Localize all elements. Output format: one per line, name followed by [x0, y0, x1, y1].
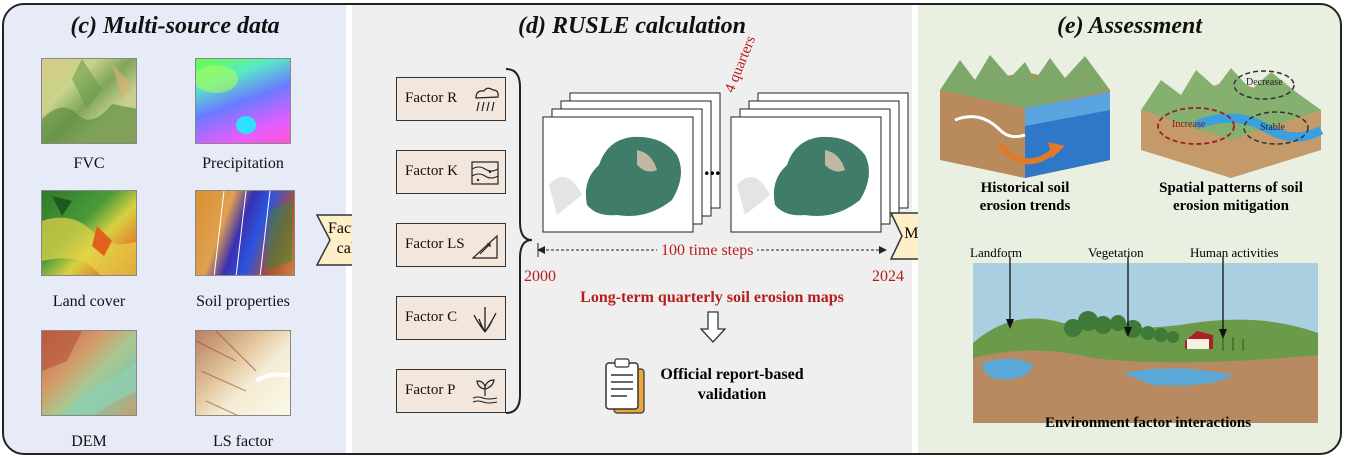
- factor-k-box: Factor K: [396, 150, 506, 194]
- validation-line1: Official report-based: [660, 366, 804, 383]
- soil-layers-icon: [471, 161, 499, 185]
- time-steps-label: 100 time steps: [657, 242, 758, 260]
- historical-trend-illustration: [940, 55, 1110, 178]
- factor-r-box: Factor R: [396, 77, 506, 121]
- trend-line1: Historical soil: [980, 180, 1070, 196]
- report-document-icon: [605, 358, 645, 414]
- factor-k-label: Factor K: [405, 163, 458, 179]
- panel-c-title: (c) Multi-source data: [70, 13, 280, 39]
- increase-label: Increase: [1172, 119, 1206, 130]
- source-label-dem: DEM: [71, 433, 107, 450]
- panel-e-title: (e) Assessment: [1056, 13, 1203, 39]
- factor-pointer-arrows: [1006, 257, 1227, 339]
- map-stack-right: [730, 92, 909, 233]
- pattern-line2: erosion mitigation: [1173, 198, 1289, 214]
- source-label-land-cover: Land cover: [52, 293, 126, 310]
- precipitation-map-image: [195, 58, 291, 144]
- vegetation-label: Vegetation: [1088, 245, 1144, 260]
- slope-icon: [471, 234, 498, 259]
- down-arrow-icon: [700, 311, 726, 343]
- maps-caption: Long-term quarterly soil erosion maps: [580, 289, 844, 306]
- ls-factor-map-image: [195, 330, 291, 416]
- rain-cloud-icon: [475, 87, 499, 112]
- decrease-label: Decrease: [1246, 77, 1283, 88]
- landform-label: Landform: [970, 245, 1022, 260]
- factor-brace: [505, 68, 533, 414]
- interactions-caption: Environment factor interactions: [1044, 415, 1252, 431]
- stable-label: Stable: [1260, 122, 1285, 133]
- factor-p-box: Factor P: [396, 369, 506, 413]
- validation-line2: validation: [697, 386, 767, 403]
- factor-c-label: Factor C: [405, 309, 458, 325]
- panel-assessment: (e) Assessment Historical soil erosion t…: [918, 5, 1341, 453]
- seedling-icon: [472, 379, 498, 404]
- soil-properties-map-image: [195, 190, 295, 276]
- dem-map-image: [41, 330, 137, 416]
- factor-ls-label: Factor LS: [405, 236, 465, 252]
- source-label-fvc: FVC: [73, 155, 105, 172]
- fvc-map-image: [41, 58, 137, 144]
- factor-c-box: Factor C: [396, 296, 506, 340]
- factor-p-label: Factor P: [405, 382, 456, 398]
- map-stack-left: [542, 92, 721, 233]
- factor-ls-box: Factor LS: [396, 223, 506, 267]
- year-end-label: 2024: [872, 268, 904, 285]
- ellipsis-label: ...: [704, 155, 721, 180]
- source-label-soil-properties: Soil properties: [196, 293, 290, 310]
- source-label-ls-factor: LS factor: [213, 433, 273, 450]
- erosion-map-stacks: [542, 92, 909, 233]
- trend-line2: erosion trends: [979, 198, 1071, 214]
- spatial-pattern-illustration: [1141, 68, 1324, 178]
- human-activities-label: Human activities: [1190, 245, 1279, 260]
- source-label-precipitation: Precipitation: [202, 155, 284, 172]
- panel-multi-source-data: (c) Multi-source data FVC Precipitation …: [4, 5, 346, 453]
- year-start-label: 2000: [524, 268, 556, 285]
- panel-d-title: (d) RUSLE calculation: [517, 13, 746, 39]
- panel-rusle-calculation: (d) RUSLE calculation Factor R Factor K …: [352, 5, 912, 453]
- environment-interaction-illustration: [973, 263, 1318, 423]
- grass-icon: [473, 307, 497, 333]
- factor-r-label: Factor R: [405, 90, 458, 106]
- pattern-line1: Spatial patterns of soil: [1159, 180, 1303, 196]
- land-cover-map-image: [41, 190, 137, 276]
